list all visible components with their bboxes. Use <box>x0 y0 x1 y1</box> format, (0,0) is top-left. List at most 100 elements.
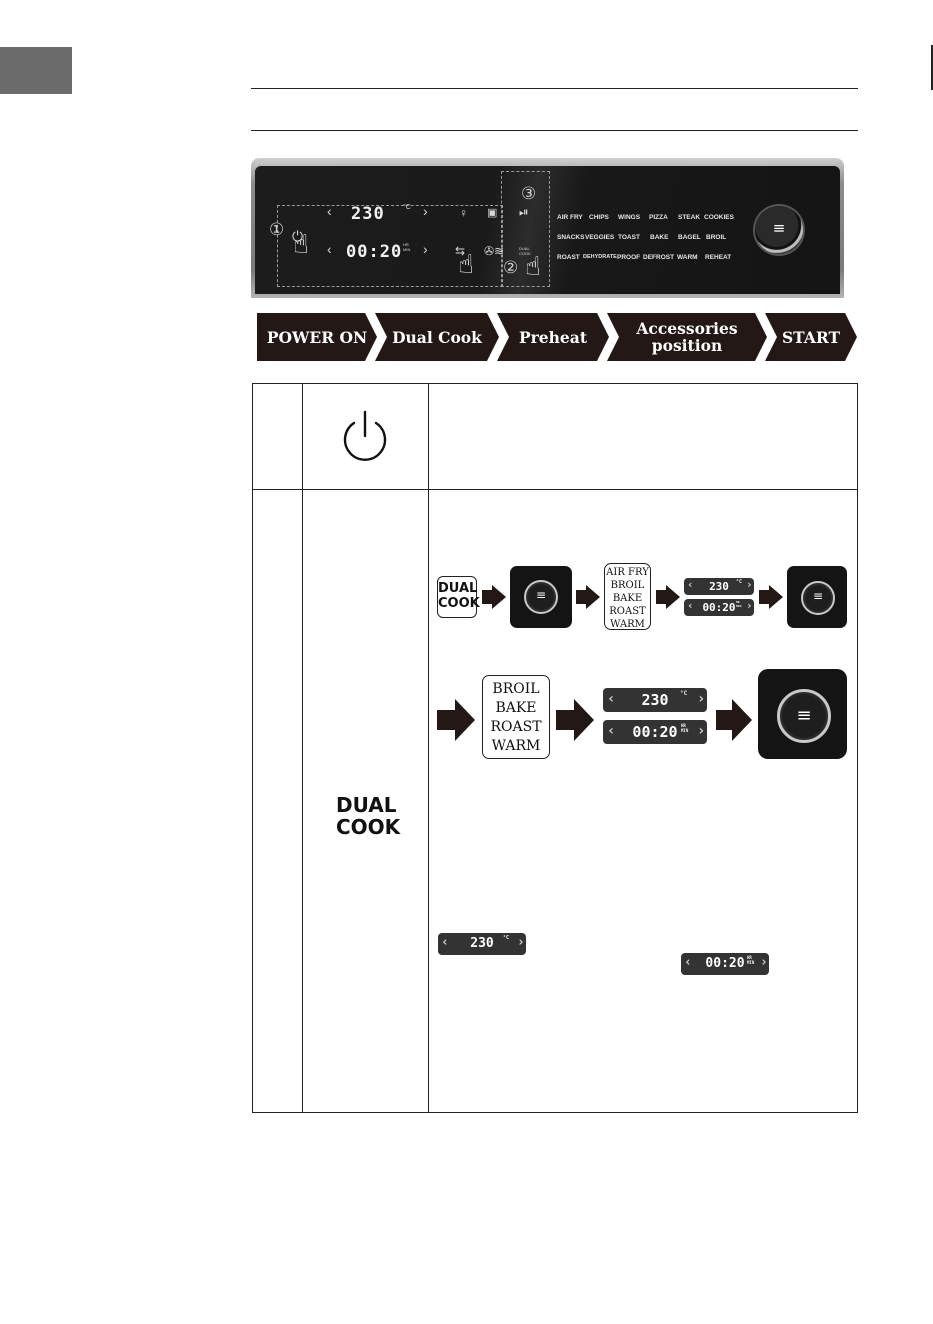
time-unit: HR MIN <box>736 600 742 608</box>
menu-icon: ≡ <box>812 589 824 603</box>
arrow-right-icon <box>492 585 506 609</box>
menu-item[interactable]: STEAK <box>678 214 701 221</box>
chevron-left-icon: ‹ <box>687 599 694 612</box>
process-steps: POWER ON Dual Cook Preheat Accessories p… <box>257 313 857 361</box>
oven-zone-icon[interactable]: ▣ <box>487 207 498 219</box>
time-value: 00:20 <box>632 723 678 741</box>
arrow-right-icon <box>732 699 752 741</box>
menu-item[interactable]: BAKE <box>650 234 669 241</box>
arrow-icon <box>437 710 455 730</box>
temp-lcd-standalone: ‹ 230 °C › <box>438 933 526 955</box>
zone1-program-list: AIR FRY BROIL BAKE ROAST WARM <box>604 563 651 630</box>
chevron-right-icon: › <box>760 955 768 970</box>
time-left-chevron-icon[interactable]: ‹ <box>327 241 332 257</box>
menu-item[interactable]: SNACKS <box>557 234 585 241</box>
chevron-right-icon: › <box>746 599 753 612</box>
arrow-icon <box>656 590 666 604</box>
arrow-icon <box>556 710 574 730</box>
zone-outline-left <box>277 205 503 287</box>
menu-icon: ≡ <box>535 588 547 602</box>
temp-value: 230 <box>470 936 494 951</box>
knob-illustration: ≡ <box>758 669 847 759</box>
menu-item[interactable]: WARM <box>677 254 698 261</box>
chevron-left-icon: ‹ <box>607 723 616 739</box>
time-value: 00:20 <box>702 601 736 614</box>
power-icon <box>343 410 387 461</box>
pointing-hand-icon: ☝ <box>293 230 309 260</box>
menu-item[interactable]: AIR FRY <box>557 214 583 221</box>
program-item: BROIL <box>492 681 540 697</box>
chevron-right-icon: › <box>517 935 525 950</box>
step-start: START <box>765 313 857 361</box>
dual-cook-panel-button[interactable]: DUAL COOK <box>519 246 531 256</box>
menu-item[interactable]: WINGS <box>618 214 641 221</box>
menu-item[interactable]: ROAST <box>557 254 580 261</box>
menu-icon: ≡ <box>796 705 812 726</box>
program-item: BROIL <box>610 580 645 591</box>
menu-item[interactable]: CHIPS <box>589 214 609 221</box>
temp-display: 230 <box>351 204 385 224</box>
table-divider <box>428 384 429 1112</box>
table-divider <box>302 384 303 1112</box>
arrow-icon <box>482 590 492 604</box>
menu-item[interactable]: DEFROST <box>643 254 675 261</box>
temp-right-chevron-icon[interactable]: › <box>423 203 428 219</box>
arrow-right-icon <box>666 585 680 609</box>
control-knob[interactable]: ≡ <box>755 206 803 254</box>
knob-illustration: ≡ <box>510 566 572 628</box>
step-preheat: Preheat <box>497 313 609 361</box>
fan-icon[interactable]: ✇≋ <box>484 244 505 258</box>
temp-lcd-large: ‹ 230 °C › <box>603 688 707 712</box>
step-label: POWER ON <box>266 327 368 347</box>
knob-illustration: ≡ <box>787 566 847 628</box>
menu-item[interactable]: DEHYDRATE <box>583 254 617 260</box>
chevron-right-icon: › <box>746 578 753 591</box>
badge-line: COOK <box>438 596 480 611</box>
menu-item[interactable]: VEGGIES <box>585 234 615 241</box>
chevron-right-icon: › <box>697 723 706 739</box>
menu-item[interactable]: PROOF <box>617 254 641 261</box>
light-bulb-icon[interactable]: ♀ <box>459 206 468 220</box>
arrow-icon <box>716 710 732 730</box>
menu-item[interactable]: COOKIES <box>704 214 734 221</box>
program-item: BAKE <box>612 593 643 604</box>
arrow-right-icon <box>586 585 600 609</box>
control-panel-face: ① ② ③ ⏻ ☝ ‹ 230 °C › ‹ 00:20 HR MIN › ♀ … <box>255 166 840 294</box>
temp-unit: °C <box>680 690 688 697</box>
zone-switch-icon[interactable]: ⇆ <box>455 244 466 258</box>
chevron-left-icon: ‹ <box>441 935 449 950</box>
temp-unit: °C <box>736 579 743 585</box>
dual-cook-label-line: COOK <box>336 815 401 839</box>
chevron-right-icon: › <box>697 691 706 707</box>
arrow-icon <box>576 590 586 604</box>
page-edge-line <box>931 45 933 90</box>
step-label: Preheat <box>518 327 588 347</box>
time-right-chevron-icon[interactable]: › <box>423 241 428 257</box>
temp-left-chevron-icon[interactable]: ‹ <box>327 203 332 219</box>
start-pause-icon[interactable]: ⏯ <box>519 205 529 219</box>
step-label: START <box>781 327 841 347</box>
menu-item[interactable]: BROIL <box>706 234 727 241</box>
instruction-table <box>252 383 858 1113</box>
program-item: WARM <box>491 738 541 754</box>
menu-item[interactable]: TOAST <box>618 234 640 241</box>
power-icon-panel[interactable]: ⏻ <box>292 228 304 244</box>
menu-item[interactable]: BAGEL <box>678 234 701 241</box>
zone-outline-right <box>501 171 550 287</box>
arrow-right-icon <box>574 699 594 741</box>
time-lcd-small: ‹ 00:20 HR MIN › <box>684 599 754 616</box>
time-unit: HR MIN <box>681 723 689 733</box>
pointing-hand-icon: ☝ <box>525 252 541 282</box>
chevron-left-icon: ‹ <box>607 691 616 707</box>
time-lcd-large: ‹ 00:20 HR MIN › <box>603 720 707 744</box>
step-marker-1: ① <box>269 220 285 240</box>
time-value: 00:20 <box>705 956 745 971</box>
temp-unit: °C <box>503 935 510 941</box>
menu-item[interactable]: REHEAT <box>705 254 732 261</box>
page-tab-marker <box>0 47 72 94</box>
step-marker-2: ② <box>503 258 519 278</box>
menu-item[interactable]: PIZZA <box>649 214 668 221</box>
pointing-hand-icon: ☝ <box>458 250 474 280</box>
step-label: Dual Cook <box>392 327 482 347</box>
chevron-left-icon: ‹ <box>687 578 694 591</box>
